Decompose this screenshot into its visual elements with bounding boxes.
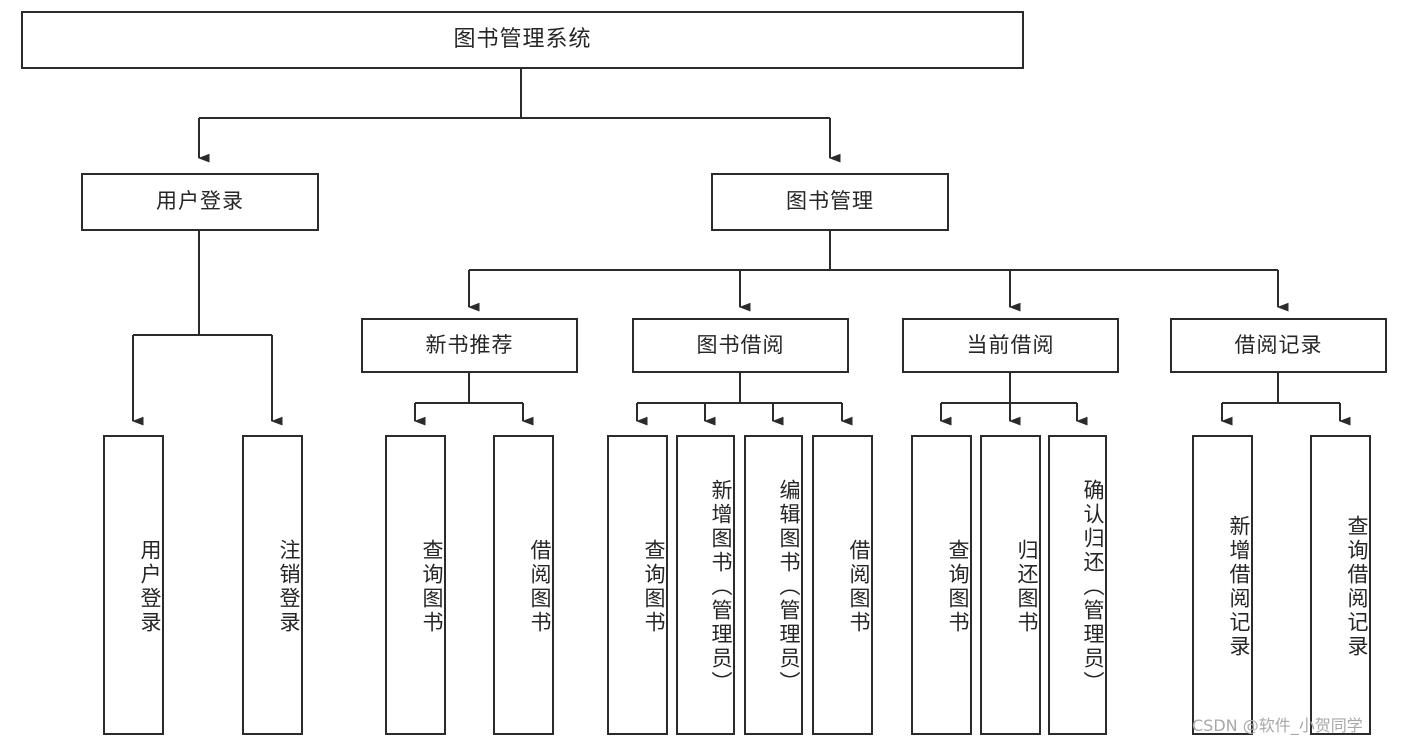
leaf-label: 注销登录	[277, 539, 301, 635]
leaf-user-login-logout[interactable]: 注销登录	[242, 435, 303, 735]
leaf-label: 确认归还（管理员）	[1081, 479, 1105, 695]
leaf-record-add-record[interactable]: 新增借阅记录	[1192, 435, 1253, 735]
leaf-label: 查询图书	[946, 539, 970, 635]
leaf-borrow-edit-book-admin[interactable]: 编辑图书（管理员）	[744, 435, 803, 735]
node-current-borrow[interactable]: 当前借阅	[902, 318, 1119, 373]
node-book-management[interactable]: 图书管理	[711, 173, 949, 231]
leaf-label: 查询图书	[420, 539, 444, 635]
leaf-record-query-record[interactable]: 查询借阅记录	[1310, 435, 1371, 735]
leaf-new-book-borrow[interactable]: 借阅图书	[493, 435, 554, 735]
leaf-label: 借阅图书	[847, 539, 871, 635]
leaf-user-login-login[interactable]: 用户登录	[103, 435, 164, 735]
leaf-label: 用户登录	[138, 539, 162, 635]
leaf-current-confirm-return-admin[interactable]: 确认归还（管理员）	[1048, 435, 1107, 735]
node-user-login[interactable]: 用户登录	[81, 173, 319, 231]
leaf-label: 查询图书	[642, 539, 666, 635]
node-root-system[interactable]: 图书管理系统	[21, 11, 1024, 69]
leaf-label: 新增图书（管理员）	[709, 479, 733, 695]
leaf-current-query-book[interactable]: 查询图书	[911, 435, 972, 735]
node-borrow-record[interactable]: 借阅记录	[1170, 318, 1387, 373]
node-new-book-recommend[interactable]: 新书推荐	[361, 318, 578, 373]
leaf-current-return-book[interactable]: 归还图书	[980, 435, 1041, 735]
node-book-borrow[interactable]: 图书借阅	[632, 318, 849, 373]
leaf-label: 新增借阅记录	[1227, 515, 1251, 659]
leaf-label: 查询借阅记录	[1345, 515, 1369, 659]
leaf-borrow-borrow-book[interactable]: 借阅图书	[812, 435, 873, 735]
leaf-label: 借阅图书	[528, 539, 552, 635]
csdn-watermark: CSDN @软件_小贺同学	[1192, 716, 1363, 735]
leaf-new-book-query[interactable]: 查询图书	[385, 435, 446, 735]
leaf-label: 编辑图书（管理员）	[777, 479, 801, 695]
leaf-borrow-add-book-admin[interactable]: 新增图书（管理员）	[676, 435, 735, 735]
leaf-borrow-query-book[interactable]: 查询图书	[607, 435, 668, 735]
leaf-label: 归还图书	[1015, 539, 1039, 635]
